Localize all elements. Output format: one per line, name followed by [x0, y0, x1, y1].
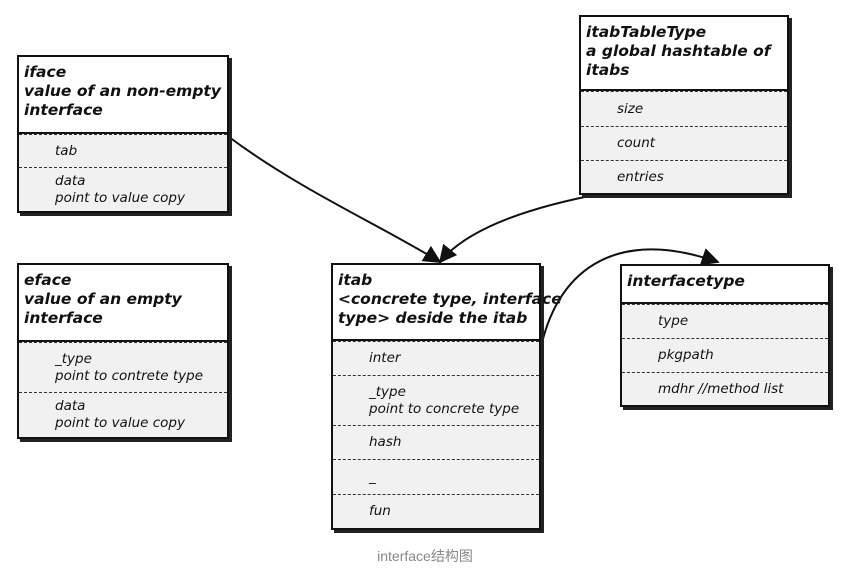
- field-label: mdhr //method list: [658, 380, 784, 397]
- itabtabletype-title: itabTableType: [586, 23, 707, 41]
- itab-field-hash: hash: [333, 425, 539, 459]
- field-note: point to value copy: [55, 415, 185, 431]
- interfacetype-header: interfacetype: [622, 266, 828, 304]
- itab-field-inter: inter: [333, 341, 539, 375]
- itabtabletype-box: itabTableType a global hashtable of itab…: [579, 15, 789, 195]
- field-label: _type: [369, 383, 406, 400]
- itabtabletype-field-size: size: [581, 91, 787, 126]
- itabtabletype-field-entries: entries: [581, 160, 787, 193]
- field-label: hash: [369, 434, 402, 450]
- itabtabletype-subtitle-line1: a global hashtable of: [586, 42, 771, 60]
- eface-subtitle-line2: interface: [24, 309, 103, 327]
- itab-header: itab <concrete type, interface type> des…: [333, 265, 562, 341]
- iface-title: iface: [24, 63, 67, 81]
- interfacetype-title: interfacetype: [627, 272, 745, 290]
- itab-box: itab <concrete type, interface type> des…: [331, 263, 562, 530]
- field-label: _: [369, 468, 376, 485]
- field-label: _type: [55, 350, 92, 367]
- itab-subtitle-line2: type> deside the itab: [338, 309, 528, 327]
- field-label: inter: [369, 350, 401, 366]
- iface-header: iface value of an non-empty interface: [19, 57, 227, 134]
- iface-subtitle-line2: interface: [24, 101, 103, 119]
- field-label: size: [617, 100, 644, 117]
- interfacetype-field-type: type: [622, 304, 828, 338]
- field-note: point to contrete type: [55, 367, 203, 384]
- itab-field-underscore: _: [333, 459, 539, 494]
- arrow-itabtable-entries-to-itab: [438, 192, 606, 264]
- eface-subtitle-line1: value of an empty: [24, 290, 182, 308]
- itab-field-fun: fun: [333, 494, 539, 528]
- field-note: point to concrete type: [369, 400, 520, 417]
- field-note: point to value copy: [55, 189, 185, 206]
- iface-subtitle-line1: value of an non-empty: [24, 82, 221, 100]
- field-label: data: [55, 398, 86, 414]
- field-label: entries: [617, 168, 664, 185]
- iface-box: iface value of an non-empty interface ta…: [17, 55, 229, 213]
- figure-caption: interface结构图: [377, 548, 473, 564]
- field-label: tab: [55, 142, 78, 159]
- interfacetype-field-pkgpath: pkgpath: [622, 338, 828, 372]
- eface-title: eface: [24, 271, 72, 289]
- eface-field-data: data point to value copy: [19, 392, 227, 437]
- iface-field-data: data point to value copy: [19, 167, 227, 211]
- field-label: type: [658, 313, 689, 329]
- eface-box: eface value of an empty interface _type …: [17, 263, 229, 439]
- itab-field-type: _type point to concrete type: [333, 375, 539, 425]
- arrow-itab-inter-to-interfacetype: [539, 248, 720, 353]
- itabtabletype-header: itabTableType a global hashtable of itab…: [581, 17, 787, 91]
- field-label: pkgpath: [658, 347, 714, 363]
- itab-title: itab: [338, 271, 373, 289]
- field-label: count: [617, 135, 656, 151]
- iface-field-tab: tab: [19, 134, 227, 167]
- interfacetype-field-mdhr: mdhr //method list: [622, 372, 828, 405]
- itabtabletype-field-count: count: [581, 126, 787, 160]
- itabtabletype-subtitle-line2: itabs: [586, 61, 630, 79]
- interfacetype-box: interfacetype type pkgpath mdhr //method…: [620, 264, 830, 407]
- field-label: data: [55, 172, 86, 189]
- arrow-iface-tab-to-itab: [228, 136, 442, 263]
- itab-subtitle-line1: <concrete type, interface: [338, 290, 562, 308]
- eface-field-type: _type point to contrete type: [19, 342, 227, 392]
- field-label: fun: [369, 503, 391, 519]
- eface-header: eface value of an empty interface: [19, 265, 227, 342]
